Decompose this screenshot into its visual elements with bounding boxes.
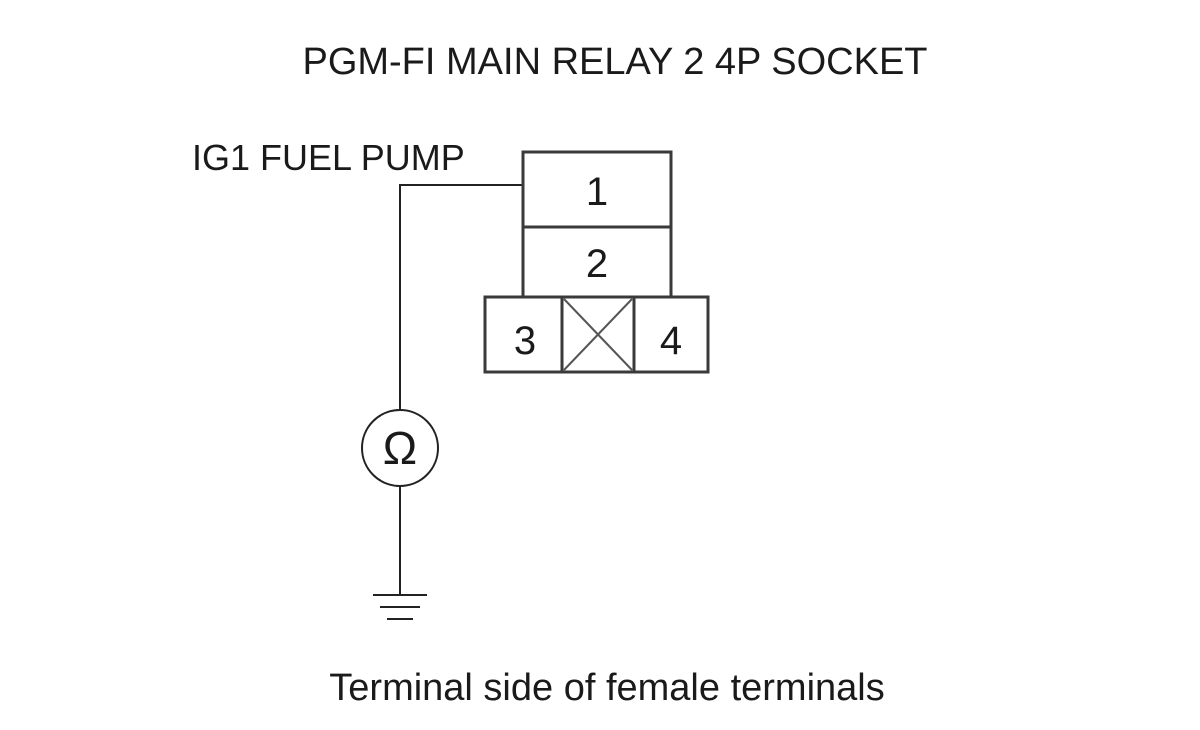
ohmmeter-icon: Ω <box>361 409 439 487</box>
terminal-4-label: 4 <box>660 319 682 363</box>
terminal-3-label: 3 <box>514 319 536 363</box>
wire-label: IG1 FUEL PUMP <box>192 137 465 178</box>
terminal-1-label: 1 <box>586 170 608 214</box>
connector-socket: 1 2 3 4 <box>483 150 710 374</box>
terminal-3-cell <box>483 295 564 374</box>
diagram-caption: Terminal side of female terminals <box>329 667 884 709</box>
terminal-2-label: 2 <box>586 242 608 286</box>
ohm-symbol: Ω <box>383 422 417 474</box>
terminal-2-cell <box>521 225 673 299</box>
signal-wire <box>399 184 525 410</box>
blank-cavity-x-mark <box>563 298 633 371</box>
terminal-4-cell <box>632 295 710 374</box>
ground-icon <box>373 594 427 620</box>
diagram-title: PGM-FI MAIN RELAY 2 4P SOCKET <box>302 41 927 83</box>
